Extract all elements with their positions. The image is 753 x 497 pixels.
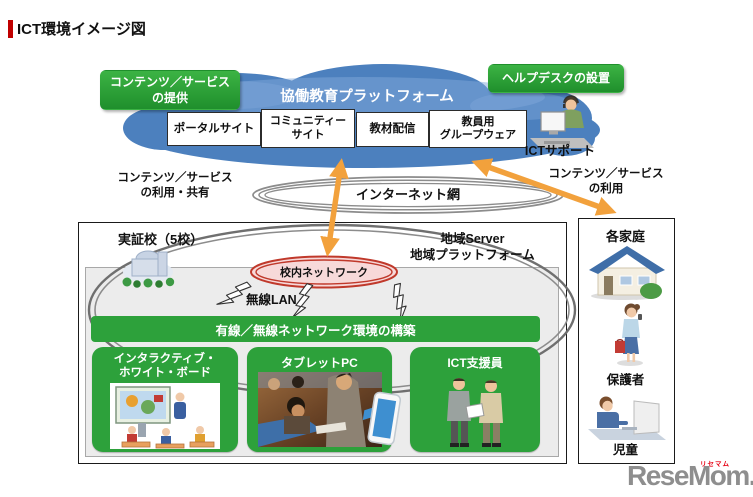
note-use-share: コンテンツ／サービス の利用・共有: [117, 172, 233, 199]
network-band: 有線／無線ネットワーク環境の構築: [91, 316, 540, 342]
wireless-lan-label: 無線LAN: [246, 293, 297, 307]
whiteboard-illustration: [110, 383, 220, 449]
card-ict-staff: ICT支援員: [410, 347, 540, 452]
cloud-box-community: コミュニティー サイト: [261, 109, 355, 148]
card-tablet-label: タブレットPC: [281, 355, 358, 370]
card-ict-staff-label: ICT支援員: [447, 355, 503, 370]
cloud-box-materials: 教材配信: [356, 112, 429, 147]
internet-label: インターネット網: [355, 187, 460, 202]
home-column-box: [578, 218, 675, 464]
region-label: 地域Server 地域プラットフォーム: [410, 231, 535, 262]
accent-bar: [8, 20, 13, 38]
home-title: 各家庭: [605, 228, 645, 244]
cloud-box-groupware: 教員用 グループウェア: [429, 110, 527, 148]
ict-support-label: ICTサポート: [524, 143, 596, 158]
card-tablet-pc: タブレットPC: [247, 347, 401, 452]
pilot-school-title: 実証校（5校）: [118, 232, 204, 247]
page-title: ICT環境イメージ図: [17, 21, 146, 38]
resemom-logo-ruby: リセマム: [700, 461, 730, 468]
resemom-logo: ReseMom.: [627, 460, 753, 491]
tablet-device-icon: [362, 391, 401, 446]
card-whiteboard: インタラクティブ・ ホワイト・ボード: [92, 347, 238, 452]
cloud-box-portal: ポータルサイト: [167, 112, 261, 146]
cloud-title: 協働教育プラットフォーム: [280, 88, 454, 105]
parent-label: 保護者: [606, 372, 645, 387]
ict-staff-illustration: [447, 378, 503, 447]
card-whiteboard-label: インタラクティブ・ ホワイト・ボード: [113, 352, 217, 379]
badge-helpdesk: ヘルプデスクの設置: [488, 64, 624, 93]
badge-content-provide: コンテンツ／サービス の提供: [100, 70, 240, 110]
school-network-label: 校内ネットワーク: [280, 267, 368, 279]
note-use-home: コンテンツ／サービス の利用: [548, 168, 664, 195]
child-label: 児童: [612, 442, 638, 457]
